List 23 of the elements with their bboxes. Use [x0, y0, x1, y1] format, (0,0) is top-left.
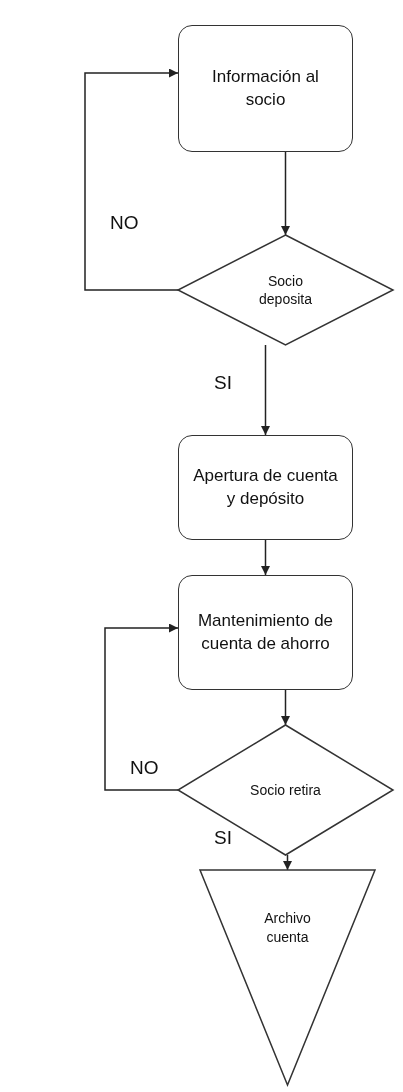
node-label: Socio deposita — [258, 271, 313, 309]
edge-label: SI — [214, 372, 232, 394]
terminator-triangle — [200, 870, 375, 1085]
arrow — [281, 151, 290, 236]
arrow — [261, 344, 270, 436]
decision-diamond — [178, 235, 393, 345]
arrow — [84, 68, 179, 291]
decision-diamond — [178, 725, 393, 855]
arrow — [261, 539, 270, 576]
node-label: Archivo cuenta — [263, 909, 312, 946]
edge-label: NO — [110, 212, 139, 234]
node-label: Apertura de cuenta y depósito — [192, 465, 339, 510]
process-box — [178, 435, 353, 540]
edge-label: SI — [214, 827, 232, 849]
arrow — [283, 854, 292, 871]
arrow — [104, 623, 179, 791]
node-label: Socio retira — [250, 780, 321, 800]
process-box — [178, 575, 353, 690]
edge-label: NO — [130, 757, 159, 779]
node-label: Información al socio — [211, 66, 320, 111]
arrow — [281, 689, 290, 726]
node-label: Mantenimiento de cuenta de ahorro — [196, 610, 335, 655]
process-box — [178, 25, 353, 152]
